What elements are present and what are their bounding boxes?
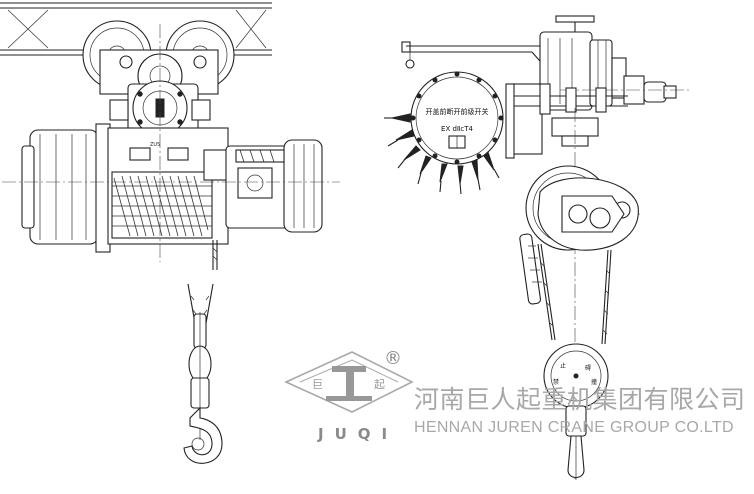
bottom-hook-block: 止 碍 禁 撞: [543, 343, 609, 480]
support-arm: [401, 41, 555, 69]
logo-char-right: 起: [374, 378, 385, 391]
rail-frame: [505, 83, 628, 159]
juqi-logo: 巨 起: [284, 351, 414, 413]
logo-char-left: 巨: [312, 378, 323, 391]
cable-glands: [384, 113, 500, 195]
brand-name: JUQI: [318, 425, 399, 443]
box-ex-rating: EX dⅡcT4: [441, 125, 473, 133]
block-mark-1: 止: [560, 362, 566, 370]
explosion-proof-box: 开盖前断开前级开关 EX dⅡcT4: [384, 71, 504, 195]
hoist-motor: [21, 123, 111, 253]
wire-ropes: [187, 240, 218, 341]
hoist-end-view: 开盖前断开前级开关 EX dⅡcT4: [384, 15, 690, 480]
hook-assembly: [183, 312, 223, 464]
trolley-wheels: [82, 20, 235, 99]
drum-end-pulley: [525, 165, 639, 251]
gearbox: [225, 139, 323, 233]
hoist-drum: ZUS: [107, 127, 229, 245]
rope-guide: [519, 233, 612, 345]
block-mark-3: 禁: [553, 379, 559, 386]
block-mark-4: 撞: [591, 378, 597, 386]
company-name-chinese: 河南巨人起重机集团有限公司: [414, 385, 746, 414]
plate-mark: ZUS: [150, 142, 160, 148]
box-warning-text: 开盖前断开前级开关: [426, 107, 489, 116]
company-name-english: HENNAN JUREN CRANE GROUP CO.LTD: [414, 419, 734, 436]
block-mark-2: 碍: [585, 365, 591, 372]
trolley-top: [539, 15, 690, 111]
hoist-side-view: ZUS: [0, 2, 340, 464]
registered-mark: ®: [384, 348, 402, 369]
